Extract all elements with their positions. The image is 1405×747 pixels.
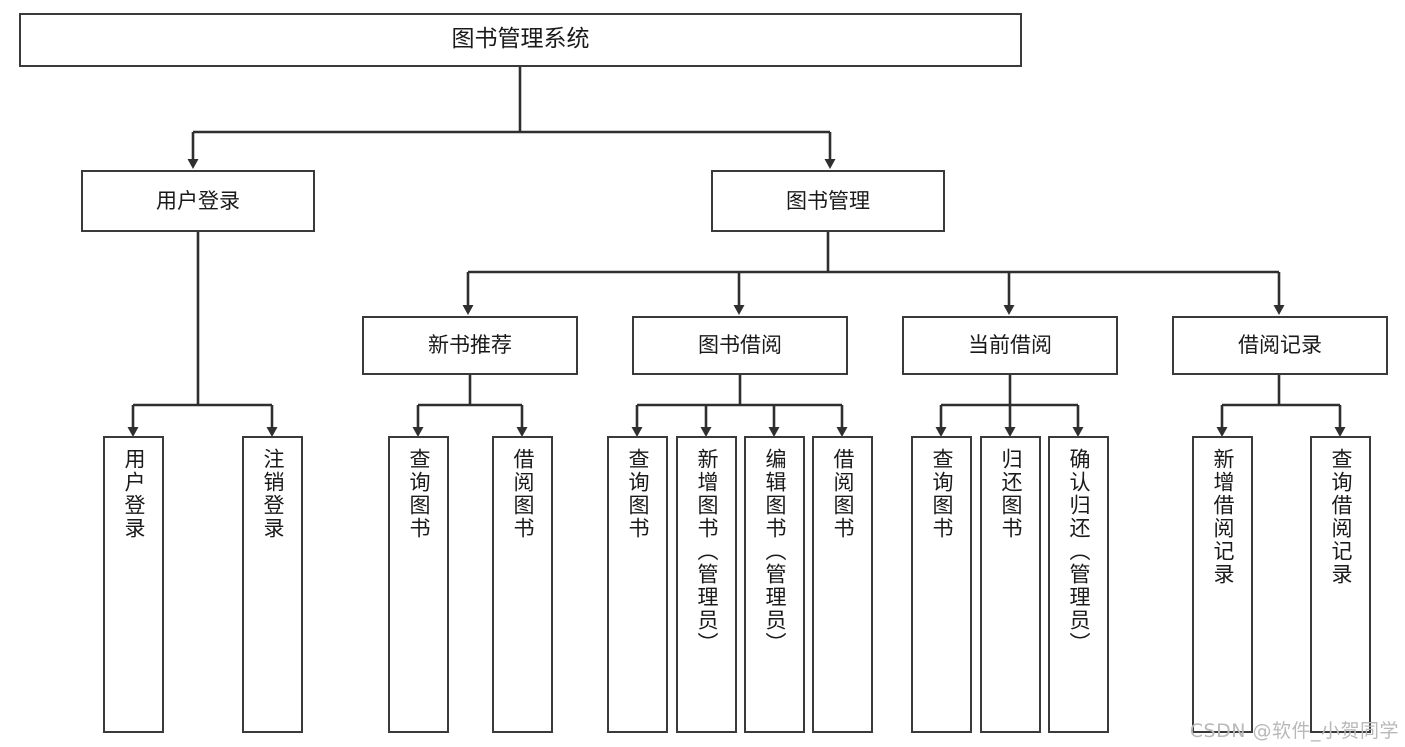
leaf-add-borrow-record[interactable]: 新增借阅记录 — [1192, 436, 1253, 733]
node-label: 图书管理系统 — [451, 26, 590, 53]
node-new-book-recommend[interactable]: 新书推荐 — [362, 316, 578, 375]
node-label: 用户登录 — [156, 188, 240, 213]
leaf-edit-book-admin[interactable]: 编辑图书（管理员） — [744, 436, 805, 733]
leaf-query-book-borrow[interactable]: 查询图书 — [607, 436, 668, 733]
node-label: 新书推荐 — [428, 333, 512, 358]
leaf-borrow-book[interactable]: 借阅图书 — [812, 436, 873, 733]
csdn-watermark: CSDN @软件_小贺同学 — [1189, 720, 1399, 742]
leaf-borrow-book-recommend[interactable]: 借阅图书 — [492, 436, 553, 733]
leaf-query-book-current[interactable]: 查询图书 — [911, 436, 972, 733]
node-label: 借阅图书 — [511, 448, 535, 540]
node-label: 查询图书 — [626, 448, 650, 540]
node-label: 查询借阅记录 — [1329, 448, 1353, 586]
node-borrow-record[interactable]: 借阅记录 — [1172, 316, 1388, 375]
node-label: 新增图书（管理员） — [695, 448, 719, 655]
node-label: 查询图书 — [407, 448, 431, 540]
node-current-borrow[interactable]: 当前借阅 — [902, 316, 1118, 375]
node-book-management[interactable]: 图书管理 — [711, 170, 945, 232]
leaf-query-book-recommend[interactable]: 查询图书 — [388, 436, 449, 733]
node-label: 注销登录 — [261, 448, 285, 540]
node-label: 新增借阅记录 — [1211, 448, 1235, 586]
node-label: 编辑图书（管理员） — [763, 448, 787, 655]
leaf-return-book[interactable]: 归还图书 — [980, 436, 1041, 733]
leaf-user-logout[interactable]: 注销登录 — [242, 436, 303, 733]
node-label: 查询图书 — [930, 448, 954, 540]
leaf-query-borrow-record[interactable]: 查询借阅记录 — [1310, 436, 1371, 733]
node-label: 归还图书 — [999, 448, 1023, 540]
node-label: 用户登录 — [122, 448, 146, 540]
node-label: 图书借阅 — [698, 333, 782, 358]
node-label: 图书管理 — [786, 188, 870, 213]
leaf-add-book-admin[interactable]: 新增图书（管理员） — [676, 436, 737, 733]
leaf-confirm-return-admin[interactable]: 确认归还（管理员） — [1048, 436, 1109, 733]
node-label: 借阅记录 — [1238, 333, 1322, 358]
node-root-system[interactable]: 图书管理系统 — [19, 13, 1022, 67]
node-user-login[interactable]: 用户登录 — [81, 170, 315, 232]
node-label: 当前借阅 — [968, 333, 1052, 358]
node-book-borrow[interactable]: 图书借阅 — [632, 316, 848, 375]
node-label: 借阅图书 — [831, 448, 855, 540]
leaf-user-login[interactable]: 用户登录 — [103, 436, 164, 733]
node-label: 确认归还（管理员） — [1067, 448, 1091, 655]
